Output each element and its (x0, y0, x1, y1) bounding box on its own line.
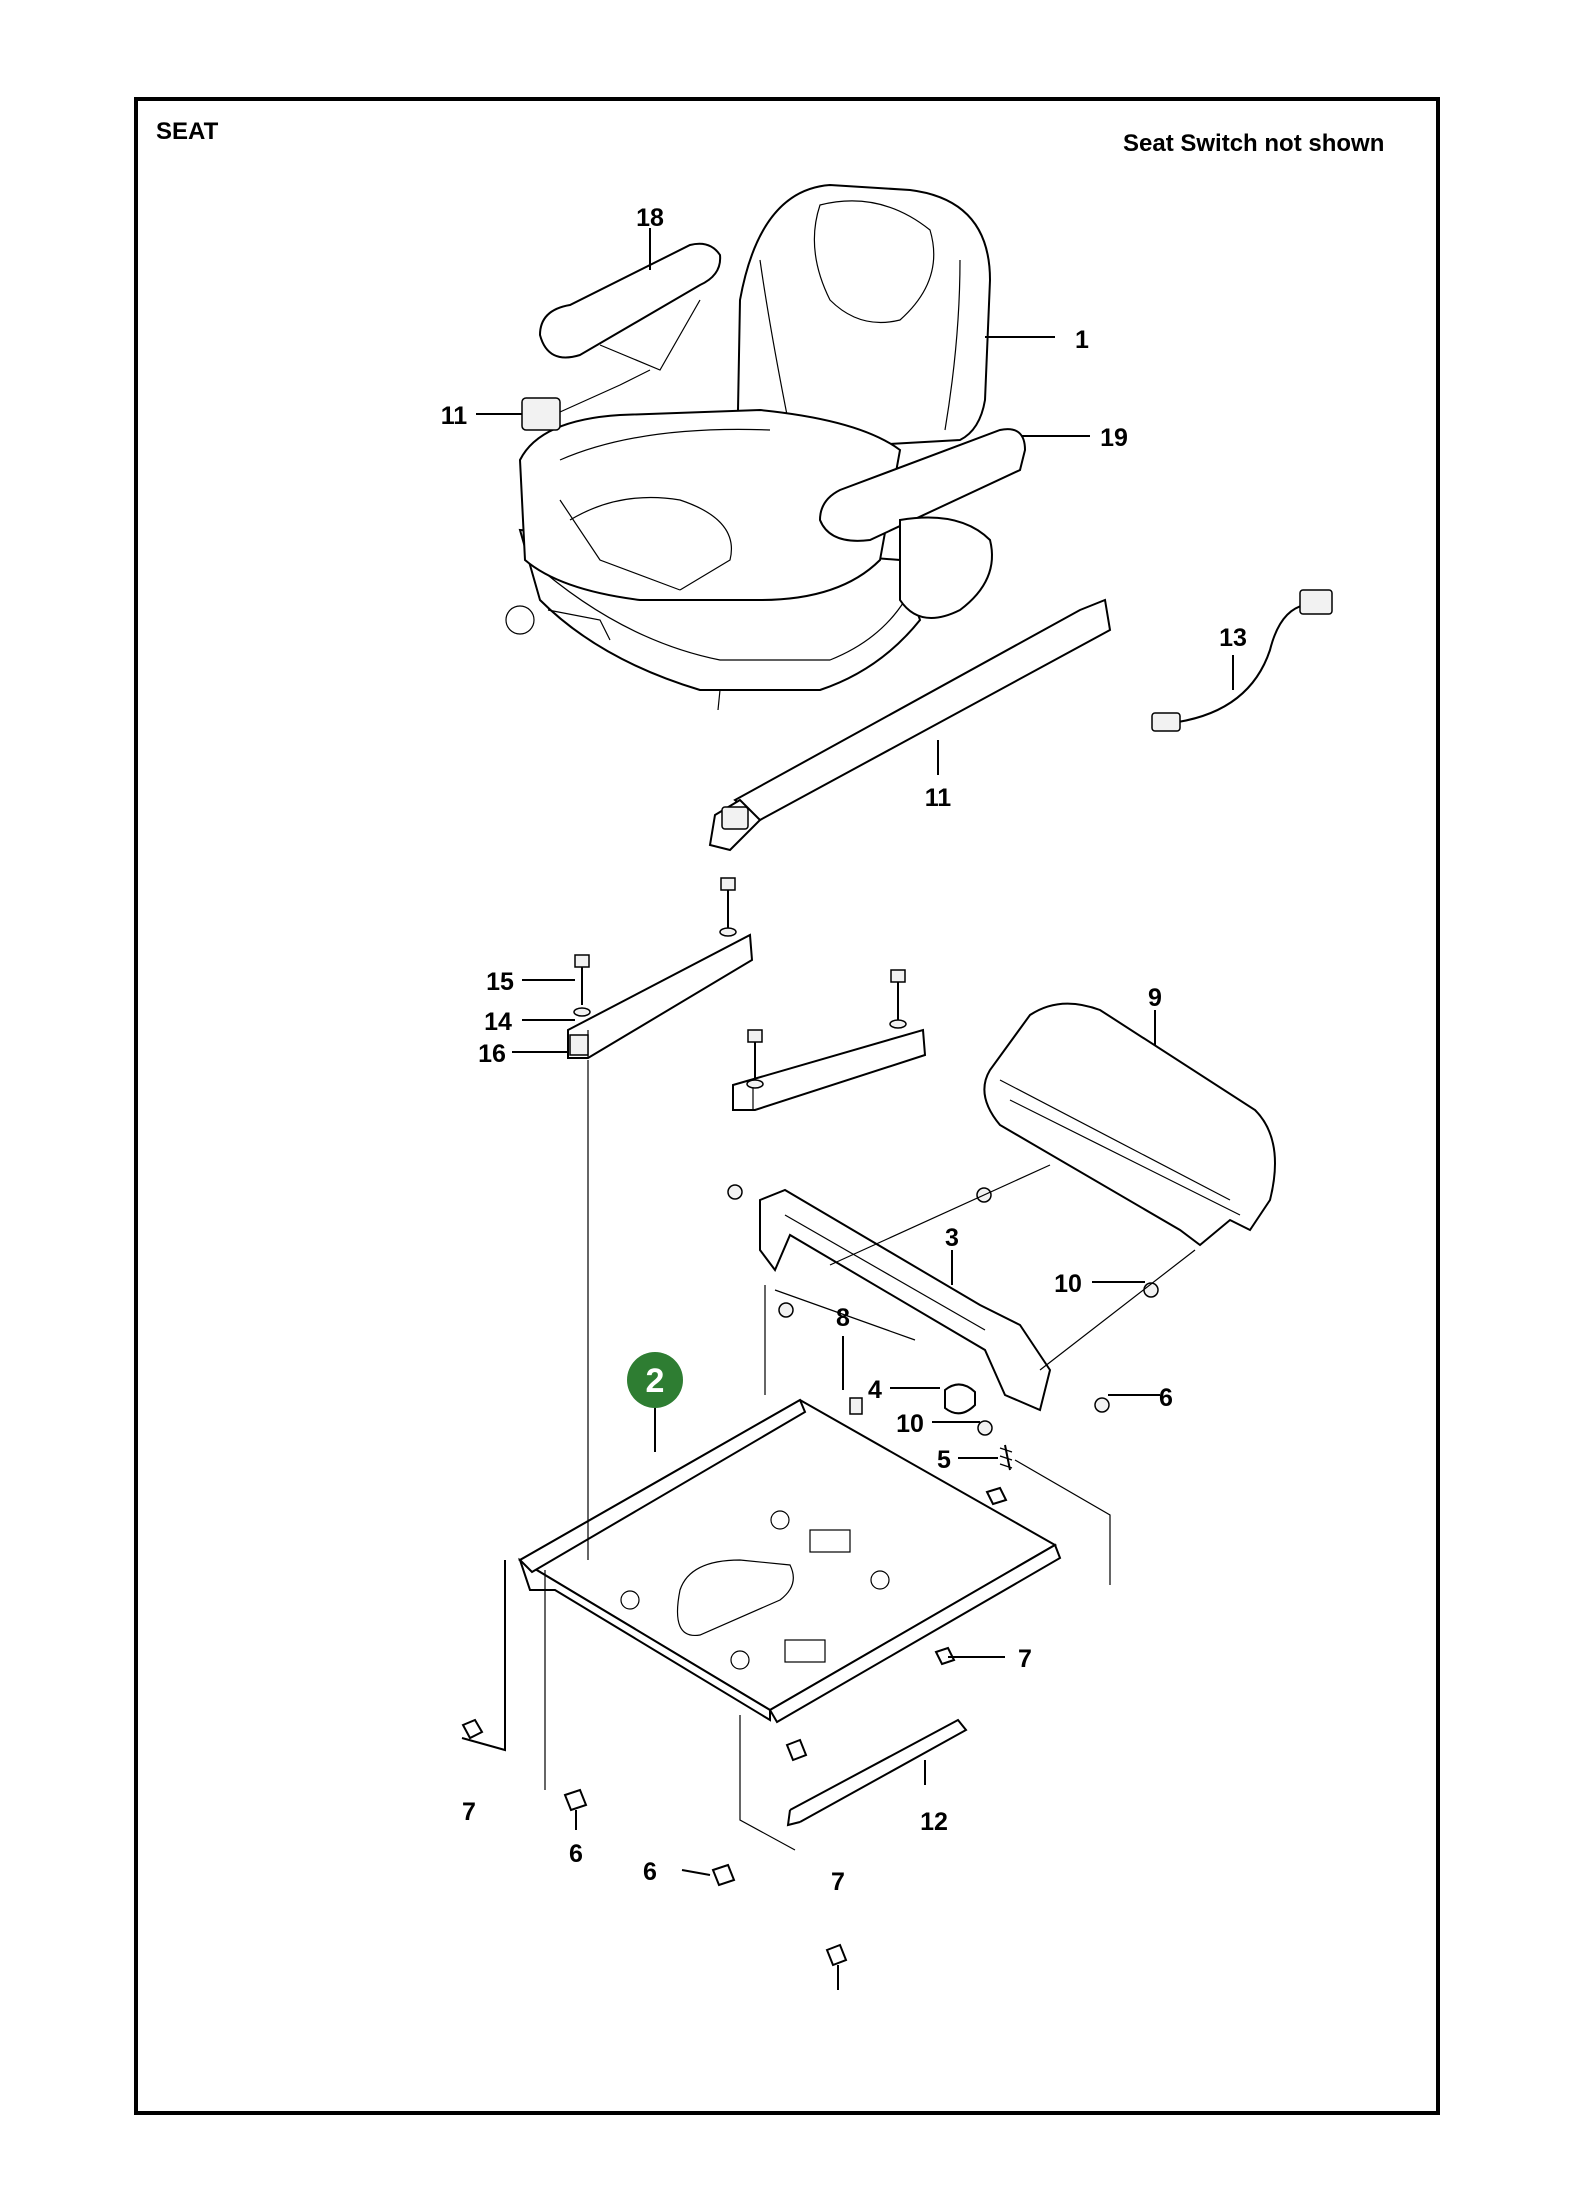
callout-9: 9 (1148, 984, 1162, 1012)
callout-14: 14 (484, 1008, 512, 1036)
callout-11-strap: 11 (925, 784, 952, 812)
callout-7-bottom: 7 (831, 1868, 845, 1896)
callout-6-right: 6 (1159, 1384, 1173, 1412)
callout-labels: 18 1 11 19 13 11 15 14 16 9 3 10 8 4 6 1… (441, 204, 1247, 1896)
left-rail (567, 933, 754, 1059)
badge-number: 2 (646, 1362, 665, 1400)
base-hardware (461, 1486, 1008, 1967)
callout-16: 16 (478, 1040, 506, 1068)
callout-7-right: 7 (1018, 1645, 1032, 1673)
callout-10-lower: 10 (896, 1410, 924, 1438)
base-plate (518, 1398, 1062, 1724)
callout-8: 8 (836, 1304, 850, 1332)
diagram-note: Seat Switch not shown (1123, 130, 1385, 157)
seat-belt-strap (708, 598, 1112, 852)
hardware-small (727, 1184, 1159, 1471)
callout-6-left: 6 (569, 1840, 583, 1868)
part-number-badge: 2 (627, 1352, 683, 1408)
callout-12: 12 (920, 1808, 948, 1836)
callout-5: 5 (937, 1446, 951, 1474)
callout-10-upper: 10 (1054, 1270, 1082, 1298)
callout-19: 19 (1100, 424, 1128, 452)
callout-6-bottom: 6 (643, 1858, 657, 1886)
control-cover (983, 1002, 1276, 1247)
seat-assembly (505, 183, 1027, 711)
callout-13: 13 (1219, 624, 1247, 652)
wire-harness (1151, 589, 1333, 732)
callout-7-left: 7 (462, 1798, 476, 1826)
leader-lines (461, 228, 1234, 1990)
callout-11-buckle: 11 (441, 402, 468, 430)
callout-4: 4 (868, 1376, 882, 1404)
diagram-title: SEAT (156, 118, 219, 145)
support-rod (786, 1718, 968, 1827)
callout-15: 15 (486, 968, 514, 996)
mounting-bracket (759, 1188, 1052, 1412)
callout-1: 1 (1075, 326, 1089, 354)
diagram-frame (134, 97, 1440, 2115)
callout-3: 3 (945, 1224, 959, 1252)
rail-bolts (573, 877, 907, 1089)
callout-18: 18 (636, 204, 664, 232)
right-rail (732, 1028, 927, 1111)
